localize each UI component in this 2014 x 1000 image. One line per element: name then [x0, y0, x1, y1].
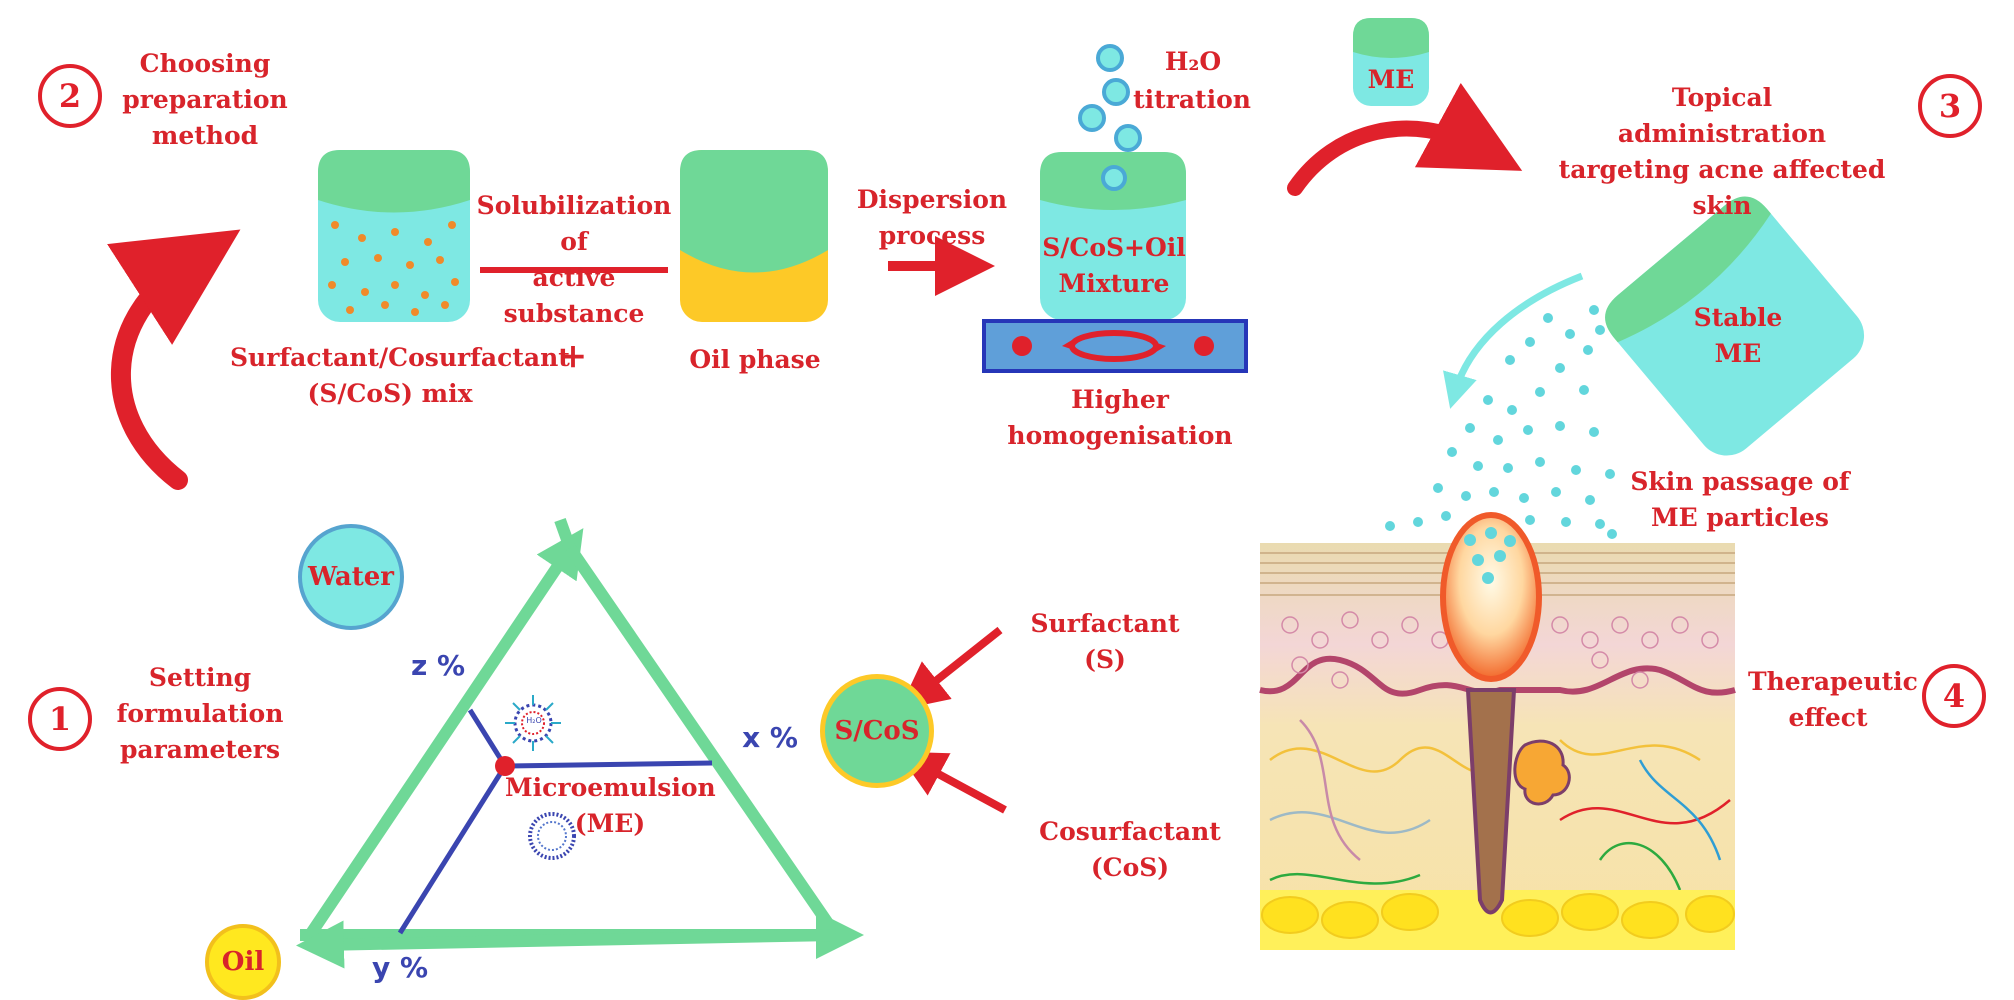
homogenisation-label: Higher homogenisation: [1007, 385, 1233, 450]
micelle-icon: [505, 695, 561, 751]
solubilization-label: Solubilization of active substance: [476, 191, 672, 328]
step-2-label: Choosing preparation method: [122, 49, 288, 150]
pour-arrow: [1443, 272, 1584, 409]
me-particles: [1385, 305, 1617, 539]
micelle-h2o-mark: H₂O: [526, 716, 542, 725]
water-vertex: Water: [298, 524, 404, 630]
surfactant-arrow: [899, 626, 1003, 710]
step-4-label: Therapeutic effect: [1748, 667, 1918, 732]
curved-arrow-step1-to-step2: [107, 229, 241, 490]
step-1-badge: 1: [28, 687, 92, 751]
step-1-label: Setting formulation parameters: [116, 663, 284, 764]
stable-me-container: [1605, 196, 1865, 456]
mixture-container: [1040, 152, 1186, 320]
oil-vertex: Oil: [205, 924, 281, 1000]
cosurfactant-label: Cosurfactant (CoS): [1039, 817, 1221, 882]
oil-phase-container: [680, 150, 828, 322]
reverse-micelle-icon: [528, 812, 576, 860]
microemulsion-label: Microemulsion (ME): [505, 773, 716, 838]
dispersion-label: Dispersion process: [856, 185, 1008, 250]
plus-sign: +: [558, 336, 588, 376]
oil-phase-label: Oil phase: [689, 345, 821, 374]
cosurfactant-arrow: [896, 751, 1007, 814]
mixture-label: S/CoS+Oil Mixture: [1042, 233, 1186, 298]
magnetic-stirrer: [982, 319, 1248, 373]
ternary-diagram: [296, 517, 864, 969]
titration-label: titration: [1133, 85, 1251, 114]
scos-mix-label: Surfactant/Cosurfactant (S/CoS) mix: [230, 343, 570, 408]
y-percent-label: y %: [371, 951, 429, 984]
me-container-label: ME: [1367, 65, 1415, 94]
x-percent-label: x %: [742, 721, 798, 754]
stable-me-label: Stable ME: [1693, 303, 1783, 368]
z-percent-label: z %: [410, 649, 466, 682]
step-2-badge: 2: [38, 64, 102, 128]
surfactant-label: Surfactant (S): [1030, 609, 1180, 674]
me-container: [1353, 18, 1429, 106]
curved-arrow-to-administration: [1287, 82, 1523, 196]
h2o-label: H₂O: [1164, 47, 1222, 76]
scos-vertex: S/CoS: [820, 674, 934, 788]
skin-cross-section: [1259, 512, 1736, 950]
step-4-badge: 4: [1922, 664, 1986, 728]
scos-mix-container: [318, 150, 470, 322]
step-3-badge: 3: [1918, 74, 1982, 138]
me-point: [495, 756, 515, 776]
step-3-label: Topical administration targeting acne af…: [1558, 83, 1886, 220]
skin-passage-label: Skin passage of ME particles: [1630, 467, 1850, 532]
